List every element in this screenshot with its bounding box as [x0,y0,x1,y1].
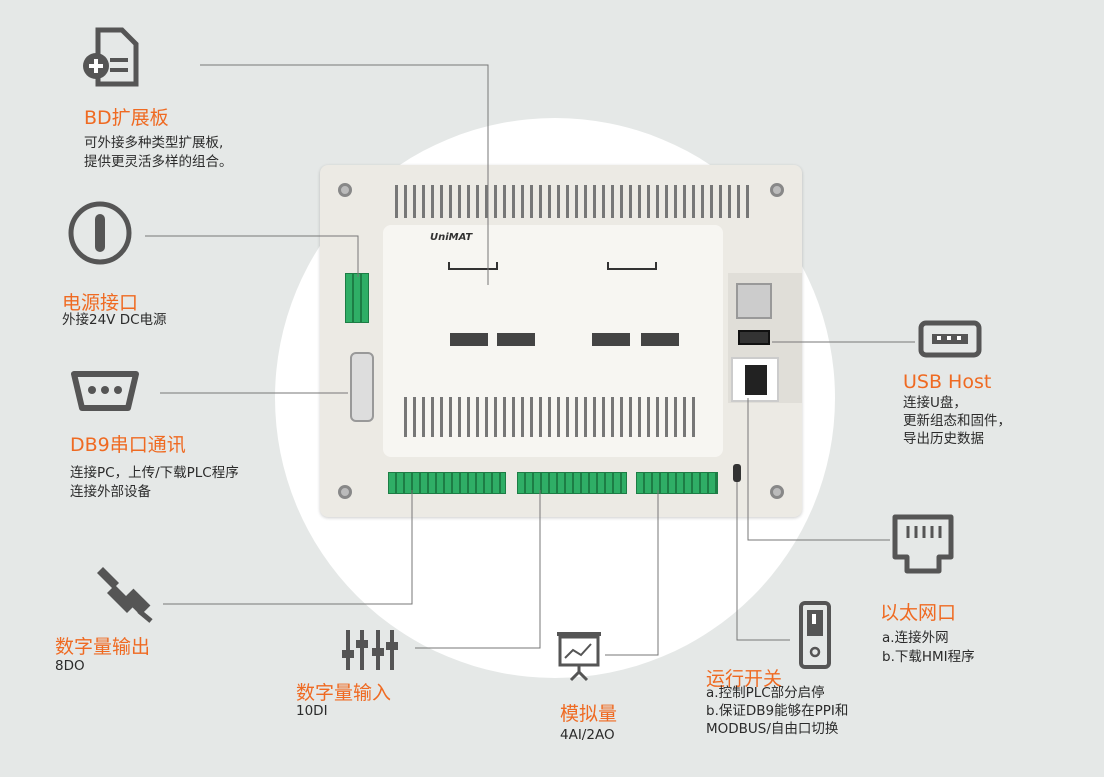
bottom-vent [404,397,695,437]
do-desc: 8DO [55,658,85,674]
power-title: 电源接口 [62,292,139,314]
screw [770,183,784,197]
usb-title: USB Host [903,371,992,393]
ethernet-port [731,357,779,402]
brand-logo: UniMAT [430,232,473,243]
di-desc: 10DI [296,703,328,719]
di-title: 数字量输入 [296,682,392,704]
db9-connector [350,352,374,422]
run-switch [733,464,741,482]
do-terminal [388,472,506,494]
led-block [592,333,630,346]
power-icon [68,201,132,265]
db9-title: DB9串口通讯 [70,434,186,456]
ai-title: 模拟量 [560,703,618,725]
ethernet-icon [892,514,954,574]
do-title: 数字量输出 [55,636,151,658]
ai-terminal [636,472,718,494]
db9-desc: 连接PC，上传/下载PLC程序连接外部设备 [70,465,239,500]
screw [338,183,352,197]
led-block [497,333,535,346]
sliders-icon [342,630,398,670]
ethernet-title: 以太网口 [880,602,957,624]
top-vent [395,185,749,218]
bd-desc: 可外接多种类型扩展板,提供更灵活多样的组合。 [84,135,233,170]
presentation-chart-icon [557,632,601,682]
bd-title: BD扩展板 [84,107,169,129]
switch-title: 运行开关 [706,668,783,690]
usb-desc: 连接U盘，更新组态和固件，导出历史数据 [903,395,1011,447]
usb-b-port [736,283,772,319]
usb-a-port [738,330,770,345]
led-block [450,333,488,346]
led-block [641,333,679,346]
screw [770,485,784,499]
screw [338,485,352,499]
plug-icon [97,567,153,623]
power-terminal [345,273,369,323]
power-desc: 外接24V DC电源 [62,312,167,328]
switch-icon [799,601,831,669]
document-plus-icon [83,27,139,87]
ai-desc: 4AI/2AO [560,727,615,743]
di-terminal [517,472,627,494]
usb-icon [918,320,982,358]
db9-port-icon [71,371,139,411]
